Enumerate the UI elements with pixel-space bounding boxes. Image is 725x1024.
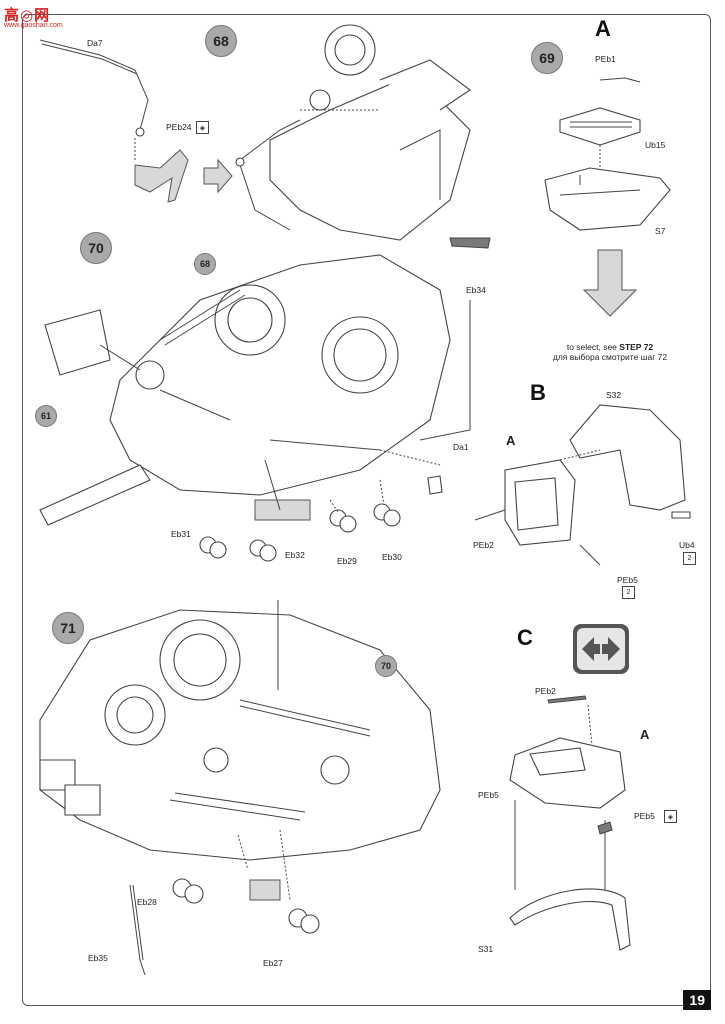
step-69-marker: 69 [531, 42, 563, 74]
label-eb34: Eb34 [466, 285, 486, 295]
step68-arrow [203, 158, 233, 194]
ref-68-marker: 68 [194, 253, 216, 275]
label-eb31: Eb31 [171, 529, 191, 539]
label-eb35: Eb35 [88, 953, 108, 963]
label-peb5-c1: PEb5 [478, 790, 499, 800]
step70-turret [39, 254, 471, 526]
section-c: C [517, 625, 533, 650]
page-frame [22, 14, 711, 1006]
label-ub4: Ub4 [679, 540, 695, 550]
label-peb5-c2: PEb5 [634, 811, 655, 821]
watermark-url: www.gaoshan.com [4, 22, 63, 29]
page-number: 19 [683, 990, 711, 1010]
watermark-chars: 高◎网 [4, 6, 51, 24]
label-eb29: Eb29 [337, 556, 357, 566]
section-b: B [530, 380, 546, 405]
ref-61-marker: 61 [35, 405, 57, 427]
note-russian: для выбора смотрите шаг 72 [552, 352, 668, 362]
step-b-assembly [474, 404, 691, 566]
label-eb27: Eb27 [263, 958, 283, 968]
label-s7: S7 [655, 226, 666, 236]
step-71-marker: 71 [52, 612, 84, 644]
da7-rod [39, 39, 149, 137]
label-eb32: Eb32 [285, 550, 305, 560]
peb24-bracket [134, 149, 189, 203]
label-eb28: Eb28 [137, 897, 157, 907]
section-a: A [595, 16, 611, 41]
step71-turret [39, 600, 441, 976]
ub4-count-badge: 2 [683, 552, 696, 565]
watermark: 高◎网 www.gaoshan.com [4, 4, 63, 29]
photo-etch-icon: ◈ [196, 121, 209, 134]
label-da7: Da7 [87, 38, 103, 48]
step69-assembly [544, 77, 671, 231]
peb5-count-badge: 2 [622, 586, 635, 599]
note-prefix: to select, see [566, 342, 620, 352]
step-68-marker: 68 [205, 25, 237, 57]
label-peb1: PEb1 [595, 54, 616, 64]
label-s31: S31 [478, 944, 494, 954]
eb-parts-71 [172, 829, 320, 934]
eb-parts-70 [199, 479, 401, 562]
label-peb2-c: PEb2 [535, 686, 556, 696]
label-da1: Da1 [453, 442, 469, 452]
step72-note: to select, see STEP 72 для выбора смотри… [515, 342, 705, 362]
note-step: STEP 72 [619, 342, 654, 352]
step-70-marker: 70 [80, 232, 112, 264]
label-peb2-b: PEb2 [473, 540, 494, 550]
alternate-arrows-icon [573, 624, 629, 674]
label-peb5-b: PEb5 [617, 575, 638, 585]
label-peb24: PEb24 [166, 122, 192, 132]
label-a-section-c: A [640, 727, 650, 742]
ref-70-marker: 70 [375, 655, 397, 677]
label-ub15: Ub15 [645, 140, 666, 150]
label-a-section-b: A [506, 433, 516, 448]
label-s32: S32 [606, 390, 622, 400]
label-eb30: Eb30 [382, 552, 402, 562]
photo-etch-icon: ◈ [664, 810, 677, 823]
step68-assembly [235, 24, 491, 249]
step-c-assembly [509, 695, 631, 951]
select-arrow [582, 249, 638, 317]
